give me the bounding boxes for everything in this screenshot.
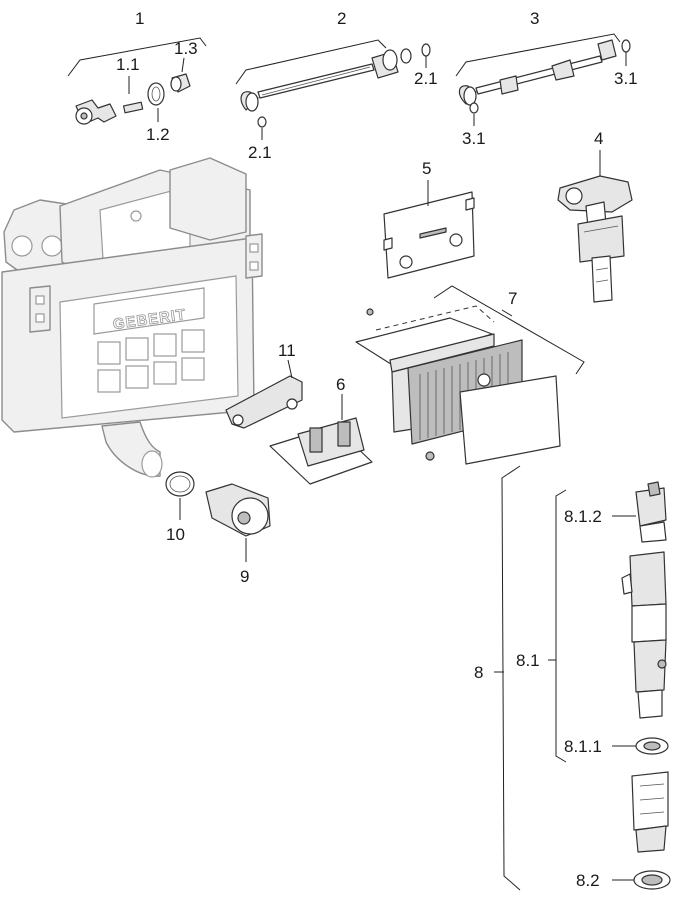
part-6-bracket <box>269 417 373 485</box>
part-3-flex-hose <box>455 33 631 114</box>
part-8-flush-valve <box>621 481 671 890</box>
callout-11: 11 <box>278 341 296 360</box>
callout-6: 6 <box>336 375 345 394</box>
cistern-tank: GEBERIT <box>1 157 263 478</box>
callout-1-3: 1.3 <box>174 39 198 58</box>
part-9-elbow <box>205 483 271 537</box>
callout-1: 1 <box>135 9 144 28</box>
callout-8: 8 <box>474 663 483 682</box>
part-7-flush-valve-module <box>355 285 585 465</box>
callout-3-1-b: 3.1 <box>462 129 486 148</box>
callout-3: 3 <box>530 9 539 28</box>
callout-2: 2 <box>337 9 346 28</box>
callout-3-1-a: 3.1 <box>614 69 638 88</box>
callout-9: 9 <box>240 567 249 586</box>
part-2-flex-hose <box>235 39 431 128</box>
callout-1-2: 1.2 <box>146 125 170 144</box>
callout-2-1-a: 2.1 <box>414 69 438 88</box>
part-11-lever <box>225 375 303 429</box>
callout-5: 5 <box>422 159 431 178</box>
callout-4: 4 <box>594 129 603 148</box>
part-1-connector-set <box>67 37 207 125</box>
callout-2-1-b: 2.1 <box>248 143 272 162</box>
part-5-mounting-plate <box>383 191 475 279</box>
callout-1-1: 1.1 <box>116 55 140 74</box>
callout-8-1-2: 8.1.2 <box>564 507 602 526</box>
part-10-seal-ring <box>165 471 195 497</box>
callout-8-1-1: 8.1.1 <box>564 737 602 756</box>
callout-labels: 1 1.1 1.2 1.3 2 2.1 2.1 3 3.1 3.1 4 5 6 … <box>116 9 638 890</box>
callout-8-1: 8.1 <box>516 651 540 670</box>
callout-10: 10 <box>166 525 185 544</box>
callout-8-2: 8.2 <box>576 871 600 890</box>
part-4-fill-valve <box>557 175 633 303</box>
callout-7: 7 <box>508 289 517 308</box>
